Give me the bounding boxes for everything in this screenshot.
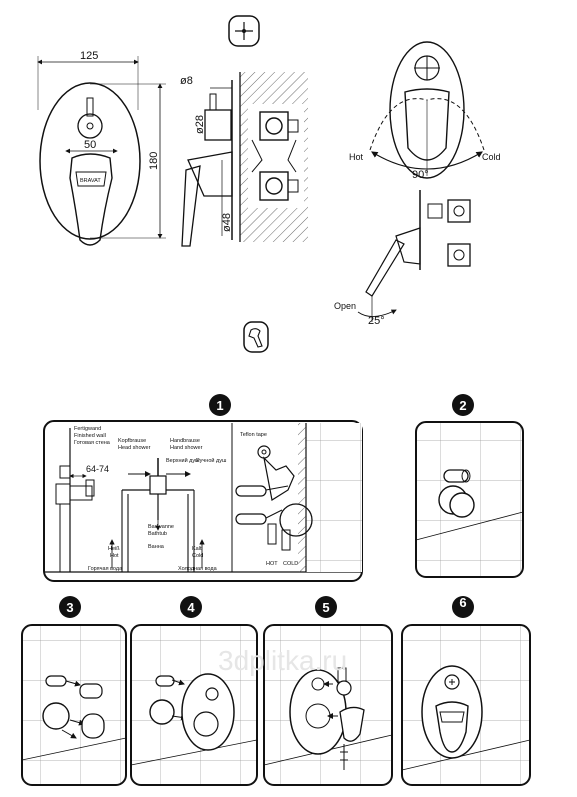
step-3-panel bbox=[21, 624, 127, 786]
rotation-angle-label: 90° bbox=[412, 169, 429, 181]
step-2-panel bbox=[415, 421, 524, 578]
hot-water-ru: Горячая вода bbox=[88, 566, 123, 572]
dimension-body-label: ø28 bbox=[194, 115, 206, 134]
cold-de: Kalt bbox=[192, 546, 202, 552]
dimension-flange-label: ø48 bbox=[221, 213, 233, 232]
side-section-drawing: ø8 ø28 ø48 bbox=[180, 72, 308, 247]
bathtub-en: Bathtub bbox=[148, 531, 167, 537]
open-angle-label: 25° bbox=[368, 315, 385, 327]
cross-handle-icon bbox=[228, 15, 260, 47]
head-shower-en: Head shower bbox=[118, 445, 151, 451]
step-5-number: 5 bbox=[322, 600, 329, 615]
step-2-badge: 2 bbox=[452, 394, 474, 416]
hand-shower-ru: Ручной душ bbox=[196, 457, 227, 464]
hand-shower-en: Hand shower bbox=[170, 445, 203, 451]
teflon-tape-label: Teflon tape bbox=[240, 432, 267, 438]
head-shower-ru: Верхний душ bbox=[166, 457, 200, 464]
dimension-width-label: 125 bbox=[80, 50, 98, 62]
cold-water-ru: Холодная вода bbox=[178, 566, 218, 572]
finished-wall-de: Fertigwand bbox=[74, 426, 101, 432]
cold-en: Cold bbox=[192, 553, 203, 559]
bathtub-ru: Ванна bbox=[148, 544, 165, 550]
step-5-panel bbox=[263, 624, 393, 786]
dimension-height-label: 180 bbox=[148, 152, 160, 170]
open-lever-diagram: Open 25° bbox=[334, 190, 471, 327]
step-6-badge: 6 bbox=[452, 595, 474, 618]
step-4-badge: 4 bbox=[180, 596, 202, 618]
step-1-panel: Fertigwand Finished wall Готовая стена 6… bbox=[43, 420, 363, 582]
hot-de: Heiß bbox=[108, 546, 120, 552]
hot-caption: HOT bbox=[266, 561, 278, 567]
front-view-drawing: 125 50 BRAVAT 180 bbox=[37, 50, 166, 246]
dimension-handle-label: 50 bbox=[84, 139, 96, 151]
wall-depth-label: 64-74 bbox=[86, 464, 109, 474]
step-3-badge: 3 bbox=[59, 596, 81, 618]
finished-wall-en: Finished wall bbox=[74, 433, 106, 439]
brand-mark: BRAVAT bbox=[80, 178, 101, 184]
open-label: Open bbox=[334, 301, 356, 311]
finished-wall-ru: Готовая стена bbox=[74, 440, 111, 446]
step-4-number: 4 bbox=[187, 600, 195, 615]
hot-en: Hot bbox=[110, 553, 119, 559]
head-shower-de: Kopfbrause bbox=[118, 438, 146, 444]
step-3-number: 3 bbox=[66, 600, 73, 615]
step-4-panel bbox=[130, 624, 258, 786]
step-2-number: 2 bbox=[459, 398, 466, 413]
bathtub-de: Badwanne bbox=[148, 524, 174, 530]
step-6-panel bbox=[401, 624, 531, 786]
wrench-icon bbox=[243, 321, 269, 353]
step-1-number: 1 bbox=[216, 398, 223, 413]
step-1-badge: 1 bbox=[209, 394, 231, 416]
dimension-pipe-label: ø8 bbox=[180, 75, 193, 87]
step-5-badge: 5 bbox=[315, 596, 337, 618]
rotation-diagram: Hot Cold 90° bbox=[349, 41, 501, 181]
watermark: 3dplitka.ru bbox=[218, 645, 347, 676]
cold-caption: COLD bbox=[283, 561, 298, 567]
rotation-hot-label: Hot bbox=[349, 152, 364, 162]
rotation-cold-label: Cold bbox=[482, 152, 501, 162]
step-6-number: 6 bbox=[459, 595, 466, 610]
hand-shower-de: Handbrause bbox=[170, 438, 200, 444]
